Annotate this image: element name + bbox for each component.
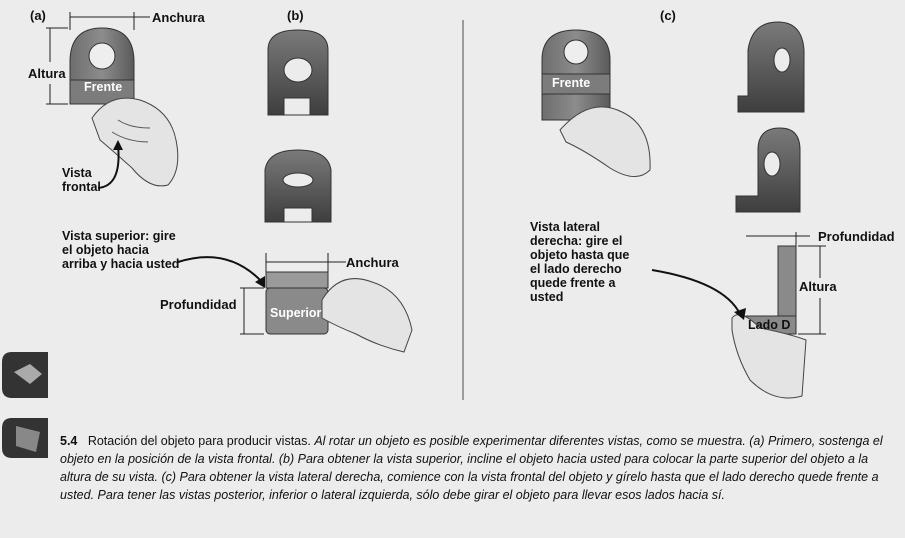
superior-label-b: Superior	[270, 306, 322, 320]
book-icon	[2, 352, 48, 398]
anchura-label-a: Anchura	[152, 10, 205, 25]
lado-d-label: Lado D	[748, 318, 791, 332]
object-front-view-c	[541, 29, 611, 121]
anchura-label-b: Anchura	[346, 255, 399, 270]
panel-label-b: (b)	[287, 8, 304, 23]
figure-caption: 5.4 Rotación del objeto para producir vi…	[60, 432, 895, 504]
hand-b	[321, 278, 413, 353]
object-c1	[737, 21, 805, 113]
vista-lateral-label: Vista lateral derecha: gire el objeto ha…	[530, 220, 630, 304]
frente-label-a: Frente	[84, 80, 123, 94]
hand-a	[91, 97, 179, 187]
altura-label-c: Altura	[799, 279, 837, 294]
cube-icon	[2, 418, 48, 458]
vista-frontal-label: Vista frontal	[62, 166, 101, 194]
vista-superior-label: Vista superior: gire el objeto hacia arr…	[62, 229, 180, 271]
panel-label-a: (a)	[30, 8, 46, 23]
object-front-view-a	[69, 27, 135, 105]
frente-label-c: Frente	[552, 76, 591, 90]
hand-c1	[559, 106, 651, 177]
caption-body: Al rotar un objeto es posible experiment…	[60, 434, 883, 502]
profundidad-label-b: Profundidad	[160, 297, 237, 312]
object-b2	[264, 149, 332, 223]
hand-c2	[731, 314, 807, 399]
object-c2	[735, 127, 801, 213]
altura-label-a: Altura	[28, 66, 66, 81]
profundidad-label-c: Profundidad	[818, 229, 895, 244]
object-b3-superior	[265, 271, 329, 335]
caption-title: Rotación del objeto para producir vistas…	[87, 434, 311, 448]
object-b1	[267, 29, 329, 116]
caption-number: 5.4	[60, 434, 78, 448]
panel-label-c: (c)	[660, 8, 676, 23]
